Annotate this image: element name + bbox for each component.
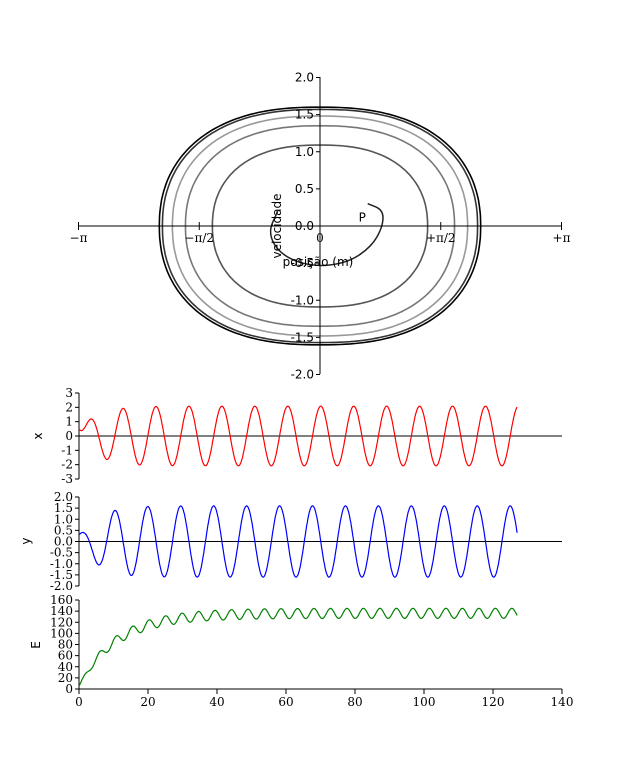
phase-y-tick-label-6: -1.0 — [291, 293, 314, 307]
phase-y-tick-label-0: 2.0 — [295, 71, 314, 85]
x-y-tick-label-0: 3 — [65, 386, 73, 400]
x-y-tick-label-2: 1 — [65, 415, 73, 429]
x-y-tick-label-3: 0 — [65, 429, 73, 443]
x-y-tick-label-6: -3 — [61, 472, 73, 486]
phase-x-tick-label-4: +π — [553, 231, 571, 245]
x-y-axis-label: x — [31, 432, 45, 439]
y-y-axis-label: y — [19, 537, 33, 544]
x-y-tick-label-1: 2 — [65, 400, 73, 414]
energy-y-axis-label: E — [29, 641, 43, 649]
y-y-tick-label-6: -1.0 — [50, 557, 73, 571]
energy-x-tick-label-7: 140 — [551, 695, 574, 709]
energy-y-tick-label-8: 0 — [65, 682, 73, 696]
energy-x-tick-label-6: 120 — [482, 695, 505, 709]
energy-x-tick-label-1: 20 — [140, 695, 155, 709]
energy-y-tick-label-6: 40 — [58, 660, 73, 674]
phase-x-ticks: −π −π/2 0 +π/2 +π — [70, 222, 571, 245]
y-y-ticks: 2.01.51.00.50.0-0.5-1.0-1.5-2.0 — [50, 490, 79, 593]
phase-y-tick-label-8: -2.0 — [291, 368, 314, 382]
phase-y-tick-label-5: -0.5 — [291, 256, 314, 270]
energy-y-tick-label-0: 160 — [50, 593, 73, 607]
energy-y-tick-label-7: 20 — [58, 671, 73, 685]
y-y-tick-label-5: -0.5 — [50, 546, 73, 560]
y-y-tick-label-1: 1.5 — [54, 501, 73, 515]
phase-y-ticks: 2.0 1.5 1.0 0.5 0.0 -0.5 -1.0 -1.5 -2.0 — [291, 71, 320, 382]
phase-x-tick-label-1: −π/2 — [184, 231, 214, 245]
y-time-series-chart: 2.01.51.00.50.0-0.5-1.0-1.5-2.0 y — [19, 490, 562, 593]
y-y-tick-label-4: 0.0 — [54, 535, 73, 549]
x-y-tick-label-4: -1 — [61, 443, 73, 457]
phase-x-axis-label: posição (m) — [283, 255, 354, 269]
phase-x-tick-label-3: +π/2 — [426, 231, 456, 245]
phase-y-tick-label-2: 1.0 — [295, 145, 314, 159]
energy-y-tick-label-3: 100 — [50, 626, 73, 640]
energy-x-tick-label-2: 40 — [209, 695, 224, 709]
phase-y-tick-label-7: -1.5 — [291, 330, 314, 344]
y-y-tick-label-3: 0.5 — [54, 523, 73, 537]
phase-y-tick-label-1: 1.5 — [295, 108, 314, 122]
y-y-tick-label-2: 1.0 — [54, 512, 73, 526]
x-y-tick-label-5: -2 — [61, 458, 73, 472]
y-series-line — [78, 505, 518, 578]
energy-y-tick-label-5: 60 — [58, 649, 73, 663]
energy-x-tick-label-4: 80 — [347, 695, 362, 709]
y-y-tick-label-0: 2.0 — [54, 490, 73, 504]
energy-x-ticks: 0 20 40 60 80 100 120 140 — [75, 689, 573, 709]
phase-y-axis-label: velocidade — [270, 193, 284, 258]
energy-x-tick-label-5: 100 — [413, 695, 436, 709]
energy-x-tick-label-0: 0 — [75, 695, 83, 709]
phase-y-tick-label-4: 0.0 — [295, 219, 314, 233]
phase-x-tick-label-2: 0 — [316, 231, 324, 245]
phase-x-tick-label-0: −π — [70, 231, 88, 245]
energy-x-tick-label-3: 60 — [278, 695, 293, 709]
energy-y-tick-label-1: 140 — [50, 604, 73, 618]
x-series-line — [78, 405, 518, 467]
energy-y-tick-label-2: 120 — [50, 615, 73, 629]
y-y-tick-label-8: -2.0 — [50, 579, 73, 593]
phase-portrait-chart: −π −π/2 0 +π/2 +π 2.0 1.5 1.0 0.5 0.0 -0.5 -1.0 -1.… — [70, 71, 571, 382]
phase-spiral-trajectory — [269, 203, 384, 267]
energy-y-tick-label-4: 80 — [58, 638, 73, 652]
phase-point-label: P — [359, 211, 366, 225]
energy-series-line — [78, 607, 518, 687]
y-y-tick-label-7: -1.5 — [50, 568, 73, 582]
phase-y-tick-label-3: 0.5 — [295, 182, 314, 196]
